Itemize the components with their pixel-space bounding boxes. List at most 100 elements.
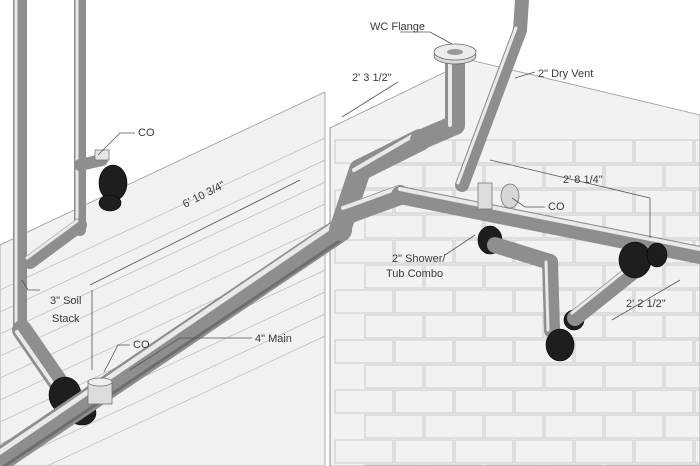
wc-flange: [433, 43, 477, 65]
brick: [664, 314, 700, 339]
brick: [694, 139, 700, 164]
shower-drop-pipe: [487, 237, 560, 338]
corner-wye: [329, 129, 431, 241]
brick-course: [0, 313, 326, 466]
brick: [484, 464, 544, 466]
brick: [424, 464, 484, 466]
right-tee-fitting: [618, 241, 668, 279]
label-co-top-left: CO: [138, 127, 155, 139]
brick: [694, 189, 700, 214]
label-co-center: CO: [548, 201, 565, 213]
main-drain-pipe: [0, 218, 352, 466]
brick: [424, 364, 484, 389]
brick: [634, 389, 694, 414]
leader-shower: [444, 234, 476, 256]
label-co-bottom: CO: [133, 339, 150, 351]
dim-text-trap-arm: 2' 2 1/2": [626, 298, 666, 310]
brick: [364, 364, 424, 389]
leader-soil-stack: [21, 279, 40, 291]
brick: [574, 389, 634, 414]
leader-co-center: [511, 197, 545, 208]
brick: [334, 239, 394, 264]
brick: [694, 289, 700, 314]
brick: [334, 339, 394, 364]
soil-stack-lower: [12, 320, 70, 395]
brick: [424, 164, 484, 189]
brick: [484, 364, 544, 389]
brick-course: [0, 203, 326, 357]
brick: [424, 214, 484, 239]
brick: [394, 439, 454, 464]
brick: [394, 239, 454, 264]
brick: [544, 164, 604, 189]
brick: [664, 214, 700, 239]
brick: [424, 414, 484, 439]
brick: [604, 464, 664, 466]
cleanout-branch: [477, 182, 520, 210]
brick: [604, 164, 664, 189]
leader-co-top-left: [97, 132, 135, 156]
label-shower-2: Tub Combo: [386, 268, 443, 280]
brick: [664, 164, 700, 189]
label-shower-1: 2" Shower/: [392, 253, 446, 265]
leader-wc-flange: [400, 31, 453, 45]
leader-main: [129, 337, 252, 371]
brick: [334, 289, 394, 314]
brick: [454, 389, 514, 414]
brick: [544, 364, 604, 389]
cleanout-main: [87, 377, 113, 405]
brick: [364, 314, 424, 339]
brick-course: [0, 137, 326, 291]
label-soil-stack-1: 3" Soil: [50, 295, 81, 307]
brick: [574, 439, 634, 464]
brick-course: [0, 181, 326, 335]
brick: [424, 314, 484, 339]
brick: [634, 439, 694, 464]
brick: [424, 264, 484, 289]
vent-stack-inner: [74, 0, 86, 236]
brick: [394, 389, 454, 414]
brick: [514, 389, 574, 414]
brick: [574, 139, 634, 164]
brick: [364, 414, 424, 439]
label-main: 4" Main: [255, 333, 292, 345]
leader-dry-vent: [514, 71, 536, 79]
brick: [664, 364, 700, 389]
cleanout-tee-top-left: [74, 149, 128, 212]
label-dry-vent: 2" Dry Vent: [538, 68, 593, 80]
shower-branch-pipe: [391, 186, 700, 264]
brick: [544, 414, 604, 439]
brick: [694, 389, 700, 414]
brick: [694, 439, 700, 464]
brick: [514, 139, 574, 164]
brick: [634, 289, 694, 314]
dim-line-main-run: [89, 179, 301, 286]
brick: [604, 364, 664, 389]
brick: [634, 139, 694, 164]
leader-co-bottom: [103, 344, 130, 373]
brick-course: [46, 335, 326, 466]
label-wc-flange: WC Flange: [370, 21, 425, 33]
brick: [484, 414, 544, 439]
dim-text-shower-run: 2' 8 1/4": [563, 174, 603, 186]
wc-closet-bend: [410, 52, 465, 150]
label-soil-stack-2: Stack: [52, 313, 80, 325]
dim-line-trap-arm: [611, 279, 681, 321]
brick: [454, 289, 514, 314]
dry-vent-pipe: [455, 0, 529, 192]
brick: [694, 339, 700, 364]
brick: [604, 314, 664, 339]
soil-stack-wye: [23, 218, 87, 269]
dim-line-shower-run: [489, 159, 651, 199]
brick: [634, 189, 694, 214]
trap-arm-pipe: [567, 262, 643, 326]
brick: [634, 339, 694, 364]
brick: [604, 414, 664, 439]
brick: [454, 339, 514, 364]
brick: [574, 189, 634, 214]
brick: [664, 264, 700, 289]
vent-stack-left: [13, 0, 27, 337]
brick: [334, 439, 394, 464]
